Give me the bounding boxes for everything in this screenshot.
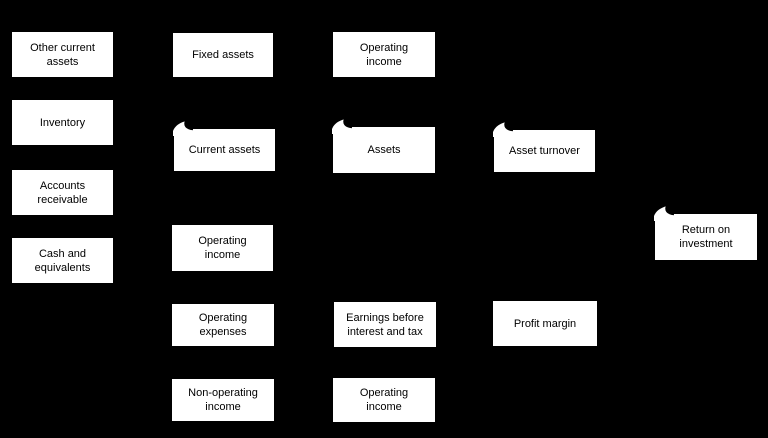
node-asset-turnover: Asset turnover <box>493 121 595 172</box>
node-label: Asset turnover <box>509 145 580 157</box>
node-current-assets: Current assets <box>173 120 275 171</box>
node-operating-expenses: Operating expenses <box>172 304 274 346</box>
folded-corner-icon <box>332 117 352 134</box>
node-label: Cash and equivalents <box>34 247 91 274</box>
node-label: Operating income <box>359 41 409 68</box>
folded-corner-icon <box>493 120 513 137</box>
node-other-current-assets: Other current assets <box>12 32 113 77</box>
node-label: Other current assets <box>30 41 95 68</box>
node-return-on-investment: Return on investment <box>654 205 757 260</box>
node-label: Fixed assets <box>192 49 254 61</box>
node-label: Assets <box>367 144 401 156</box>
node-earnings-before-interest-and-tax: Earnings before interest and tax <box>334 302 436 347</box>
node-inventory: Inventory <box>12 100 113 145</box>
node-label: Operating income <box>198 235 247 261</box>
node-accounts-receivable: Accounts receivable <box>12 170 113 215</box>
node-label: Operating expenses <box>198 312 248 338</box>
node-operating-income-3: Operating income <box>333 378 435 422</box>
folded-corner-icon <box>654 204 674 221</box>
node-cash-and-equivalents: Cash and equivalents <box>12 238 113 283</box>
node-operating-income-2: Operating income <box>333 32 435 77</box>
node-label: Return on investment <box>679 224 733 250</box>
node-label: Operating income <box>359 387 409 413</box>
node-label: Current assets <box>188 144 261 156</box>
node-assets: Assets <box>332 118 435 173</box>
node-label: Profit margin <box>513 317 577 330</box>
node-label: Earnings before interest and tax <box>346 311 424 338</box>
node-label: Non-operating income <box>188 387 258 413</box>
node-label: Accounts receivable <box>37 179 88 206</box>
node-label: Inventory <box>39 116 86 129</box>
node-fixed-assets: Fixed assets <box>173 33 273 77</box>
node-operating-income-1: Operating income <box>172 225 273 271</box>
node-profit-margin: Profit margin <box>493 301 597 346</box>
folded-corner-icon <box>173 119 193 136</box>
node-non-operating-income: Non-operating income <box>172 379 274 421</box>
